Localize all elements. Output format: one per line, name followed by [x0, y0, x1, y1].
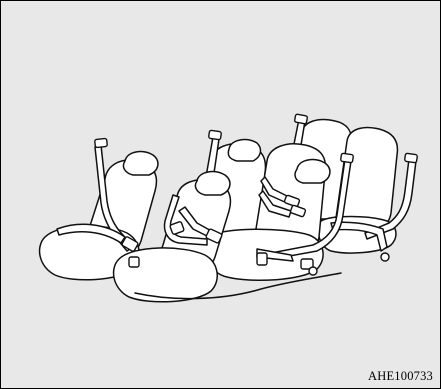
- second-row-headrest-left: [228, 140, 260, 161]
- front-center-headrest: [195, 172, 230, 195]
- second-row-belt-right-anchor: [341, 153, 354, 163]
- second-row-headrest-right: [295, 160, 330, 183]
- front-left-headrest: [123, 152, 158, 175]
- third-row-belt-upper-anchor: [405, 153, 418, 163]
- second-row-belt-left-anchor: [209, 130, 222, 140]
- front-row-seats: [40, 138, 231, 301]
- second-row-buckle-c: [257, 253, 267, 265]
- second-row-floor-anchor: [309, 267, 317, 275]
- front-center-cushion: [114, 248, 218, 302]
- front-center-buckle-c: [129, 257, 139, 267]
- third-row-belt-anchor: [381, 253, 389, 261]
- third-row-belt-center-anchor: [294, 114, 307, 124]
- front-left-belt-anchor: [95, 138, 108, 147]
- figure-id-label: AHE100733: [368, 369, 433, 384]
